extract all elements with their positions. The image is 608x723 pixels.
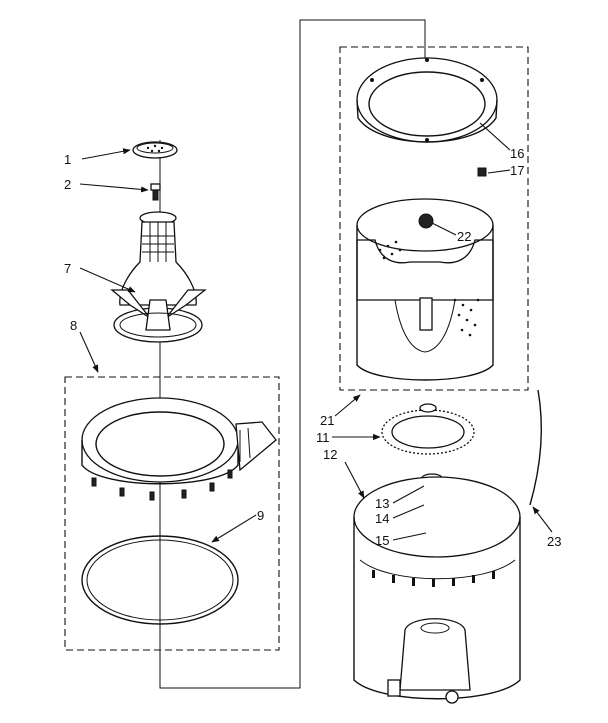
drive-hub[interactable] (381, 403, 475, 455)
leader-8 (79, 331, 99, 373)
leader-7 (79, 267, 136, 293)
leader-23 (532, 506, 553, 533)
assembly-box-21 (339, 46, 529, 391)
label-part-11: 11 (316, 430, 330, 445)
label-part-16: 16 (510, 146, 524, 161)
outer-tub[interactable] (353, 476, 521, 704)
label-part-14: 14 (375, 511, 389, 526)
leader-9 (211, 514, 257, 543)
label-part-7: 7 (64, 261, 71, 276)
assembly-box-8 (64, 376, 280, 651)
leader-14 (392, 504, 425, 519)
label-part-23: 23 (547, 534, 561, 549)
label-part-15: 15 (375, 533, 389, 548)
label-part-1: 1 (64, 152, 71, 167)
label-part-2: 2 (64, 177, 71, 192)
leader-13 (392, 485, 425, 504)
leader-1 (81, 148, 131, 160)
wash-basket[interactable] (356, 198, 494, 381)
label-part-21: 21 (320, 413, 334, 428)
tub-gasket[interactable] (81, 535, 239, 625)
label-part-17: 17 (510, 163, 524, 178)
agitator[interactable] (110, 211, 207, 343)
agitator-bolt[interactable] (150, 183, 161, 201)
label-part-12: 12 (323, 447, 337, 462)
leader-2 (79, 183, 149, 193)
label-part-13: 13 (375, 496, 389, 511)
leader-21 (334, 394, 361, 417)
leader-17 (487, 169, 511, 174)
leader-16 (479, 122, 511, 151)
agitator-cap[interactable] (132, 141, 178, 159)
label-part-9: 9 (257, 508, 264, 523)
tub-ring[interactable] (81, 397, 277, 501)
label-part-8: 8 (70, 318, 77, 333)
label-part-22: 22 (457, 229, 471, 244)
leader-15 (392, 532, 427, 541)
leader-12 (344, 461, 365, 499)
drain-hose[interactable] (529, 389, 542, 506)
balance-ring[interactable] (356, 57, 498, 143)
assembly-connector-line (159, 19, 426, 689)
leader-22 (431, 222, 457, 236)
balance-ring-screw[interactable] (477, 167, 487, 177)
